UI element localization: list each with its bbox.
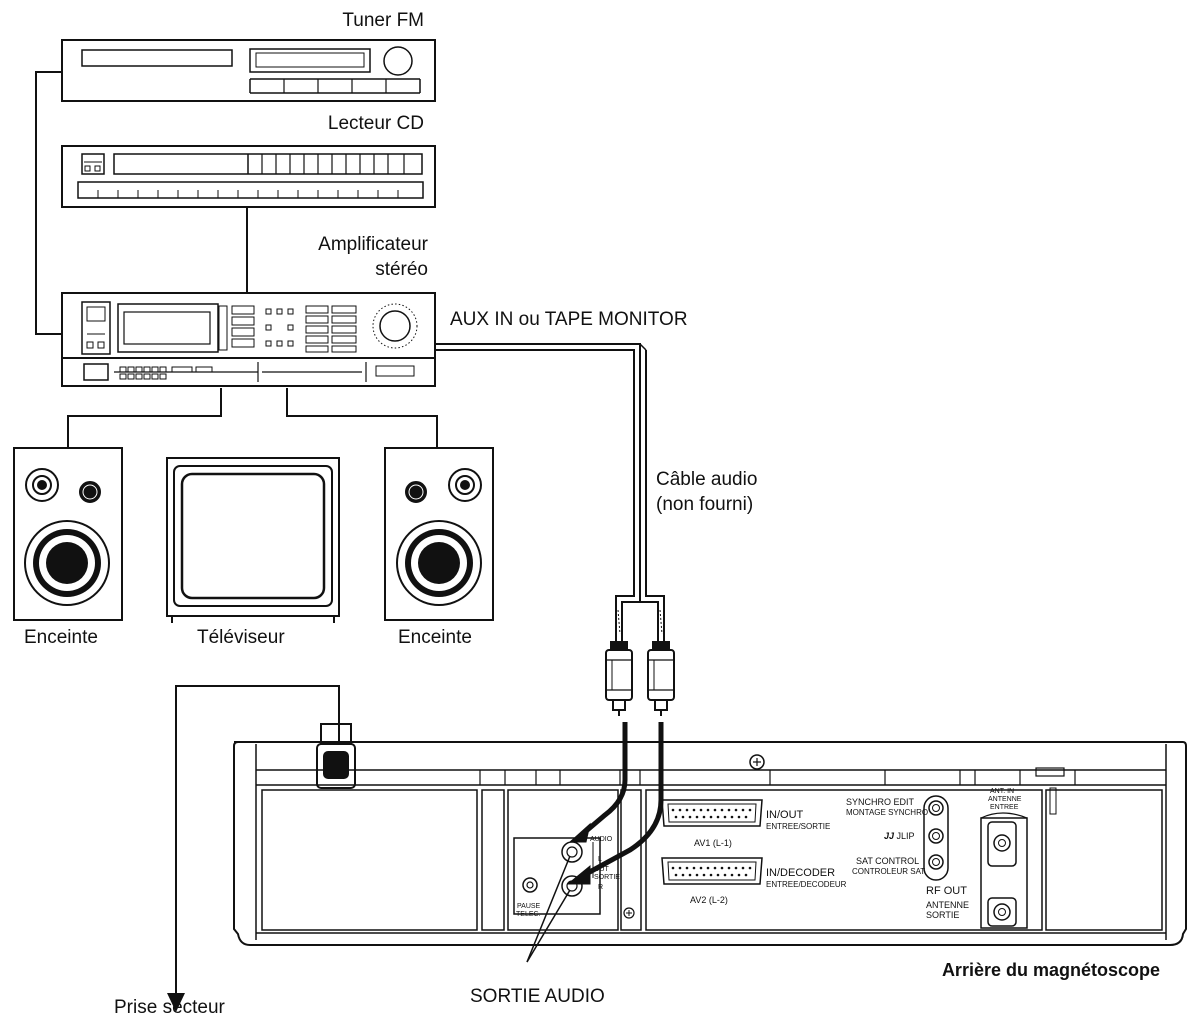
av1-name: AV1 (L-1)	[694, 838, 732, 848]
cd-player-unit	[61, 145, 436, 208]
mains-label: Prise secteur	[114, 997, 225, 1018]
ant-in-line2: ANTENNE	[988, 796, 1022, 803]
av1-label-line1: IN/OUT	[766, 809, 804, 821]
cd-label: Lecteur CD	[327, 113, 424, 134]
ant-in-line3: ENTREE	[990, 804, 1019, 811]
vcr-audio-leads	[566, 722, 664, 885]
tv-label: Téléviseur	[197, 627, 285, 648]
antenne-out-line1: ANTENNE	[926, 900, 970, 910]
audio-out-pointer	[526, 855, 571, 963]
television	[166, 457, 340, 623]
aux-in-label: AUX IN ou TAPE MONITOR	[450, 309, 688, 330]
jlip-label: JJ JLIP	[884, 831, 915, 841]
left-speaker	[13, 447, 123, 621]
audio-r-label: R	[598, 884, 604, 891]
cable-label-line2: (non fourni)	[656, 494, 754, 515]
amplifier-label-line2: stéréo	[375, 259, 428, 280]
sat-label-line1: SAT CONTROL	[856, 856, 920, 866]
synchro-label-line2: MONTAGE SYNCHRO	[846, 808, 929, 817]
amplifier-label-line1: Amplificateur	[318, 234, 428, 255]
tuner-fm-unit	[61, 39, 436, 102]
pause-label-line2: TELEC.	[516, 911, 541, 918]
rca-plug-right	[647, 641, 675, 716]
cable-label-line1: Câble audio	[656, 469, 758, 490]
synchro-label-line1: SYNCHRO EDIT	[846, 797, 915, 807]
rf-out-label: RF OUT	[926, 885, 967, 897]
antenne-out-line2: SORTIE	[926, 910, 960, 920]
tuner-label: Tuner FM	[342, 10, 424, 31]
audio-out-label: SORTIE AUDIO	[470, 986, 605, 1007]
rca-plug-left	[605, 641, 633, 716]
left-speaker-label: Enceinte	[24, 627, 98, 648]
pause-label-line1: PAUSE	[517, 903, 541, 910]
av1-label-line2: ENTREE/SORTIE	[766, 822, 831, 831]
audio-out-jack-label-2: SORTIE	[594, 874, 620, 881]
av2-label-line2: ENTREE/DECODEUR	[766, 880, 847, 889]
av2-label-line1: IN/DECODER	[766, 867, 836, 879]
audio-jack-label: AUDIO	[590, 836, 613, 843]
ant-in-line1: ANT. IN	[990, 788, 1015, 795]
mains-cable	[167, 685, 340, 1012]
audio-out-jack-label-1: OUT	[594, 866, 609, 873]
amplifier-unit	[61, 292, 436, 387]
vcr-caption: Arrière du magnétoscope	[941, 960, 1160, 980]
right-speaker-label: Enceinte	[398, 627, 472, 648]
audio-cable	[435, 343, 665, 642]
av2-name: AV2 (L-2)	[690, 895, 728, 905]
hifi-wiring	[35, 71, 438, 448]
vcr-rear-panel	[233, 723, 1187, 946]
sat-label-line2: CONTROLEUR SAT	[852, 867, 926, 876]
right-speaker	[384, 447, 494, 621]
audio-l-label: L	[598, 856, 602, 863]
